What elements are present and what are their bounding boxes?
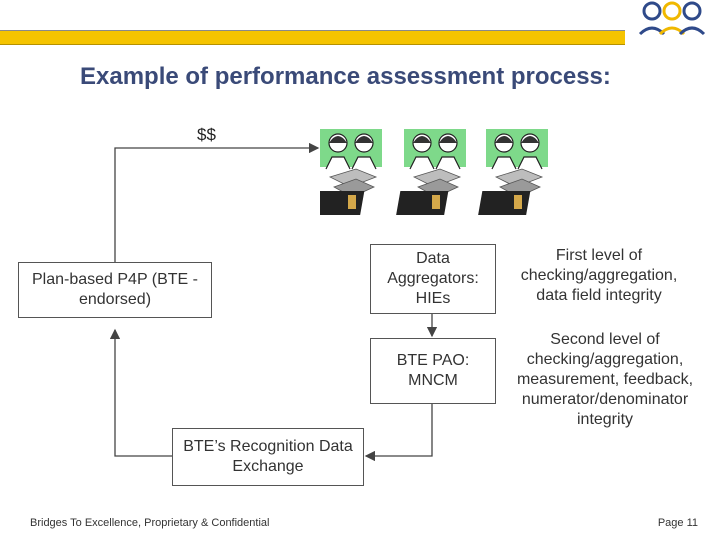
recognition-to-plan-arrow	[109, 328, 172, 457]
bte-logo-icon	[638, 1, 706, 36]
physician-icon	[325, 133, 351, 170]
plan-based-p4p-label: Plan-based P4P (BTE -endorsed)	[31, 271, 198, 308]
header-accent-bar	[0, 30, 625, 45]
recognition-data-exchange-box: BTE’s Recognition Data Exchange	[172, 428, 364, 486]
data-aggregators-box: Data Aggregators: HIEs	[370, 244, 496, 314]
first-level-note: First level of checking/aggregation, dat…	[520, 247, 678, 304]
physicians-illustration	[320, 129, 548, 215]
page-number: Page 11	[657, 517, 698, 529]
bte-pao-label: BTE PAO: MNCM	[396, 352, 470, 389]
recognition-data-exchange-label: BTE’s Recognition Data Exchange	[183, 438, 353, 475]
payment-label: $$	[197, 125, 216, 144]
second-level-note: Second level of checking/aggregation, me…	[516, 331, 694, 428]
footer-confidential: Bridges To Excellence, Proprietary & Con…	[30, 517, 270, 529]
pao-to-recognition-arrow	[364, 404, 433, 462]
plan-based-p4p-box: Plan-based P4P (BTE -endorsed)	[18, 262, 212, 318]
data-aggregators-label: Data Aggregators: HIEs	[387, 250, 479, 307]
payment-arrow	[114, 142, 320, 262]
slide-title: Example of performance assessment proces…	[80, 63, 611, 90]
physician-group	[320, 129, 548, 215]
laptop-icon	[320, 168, 378, 215]
bte-pao-box: BTE PAO: MNCM	[370, 338, 496, 404]
